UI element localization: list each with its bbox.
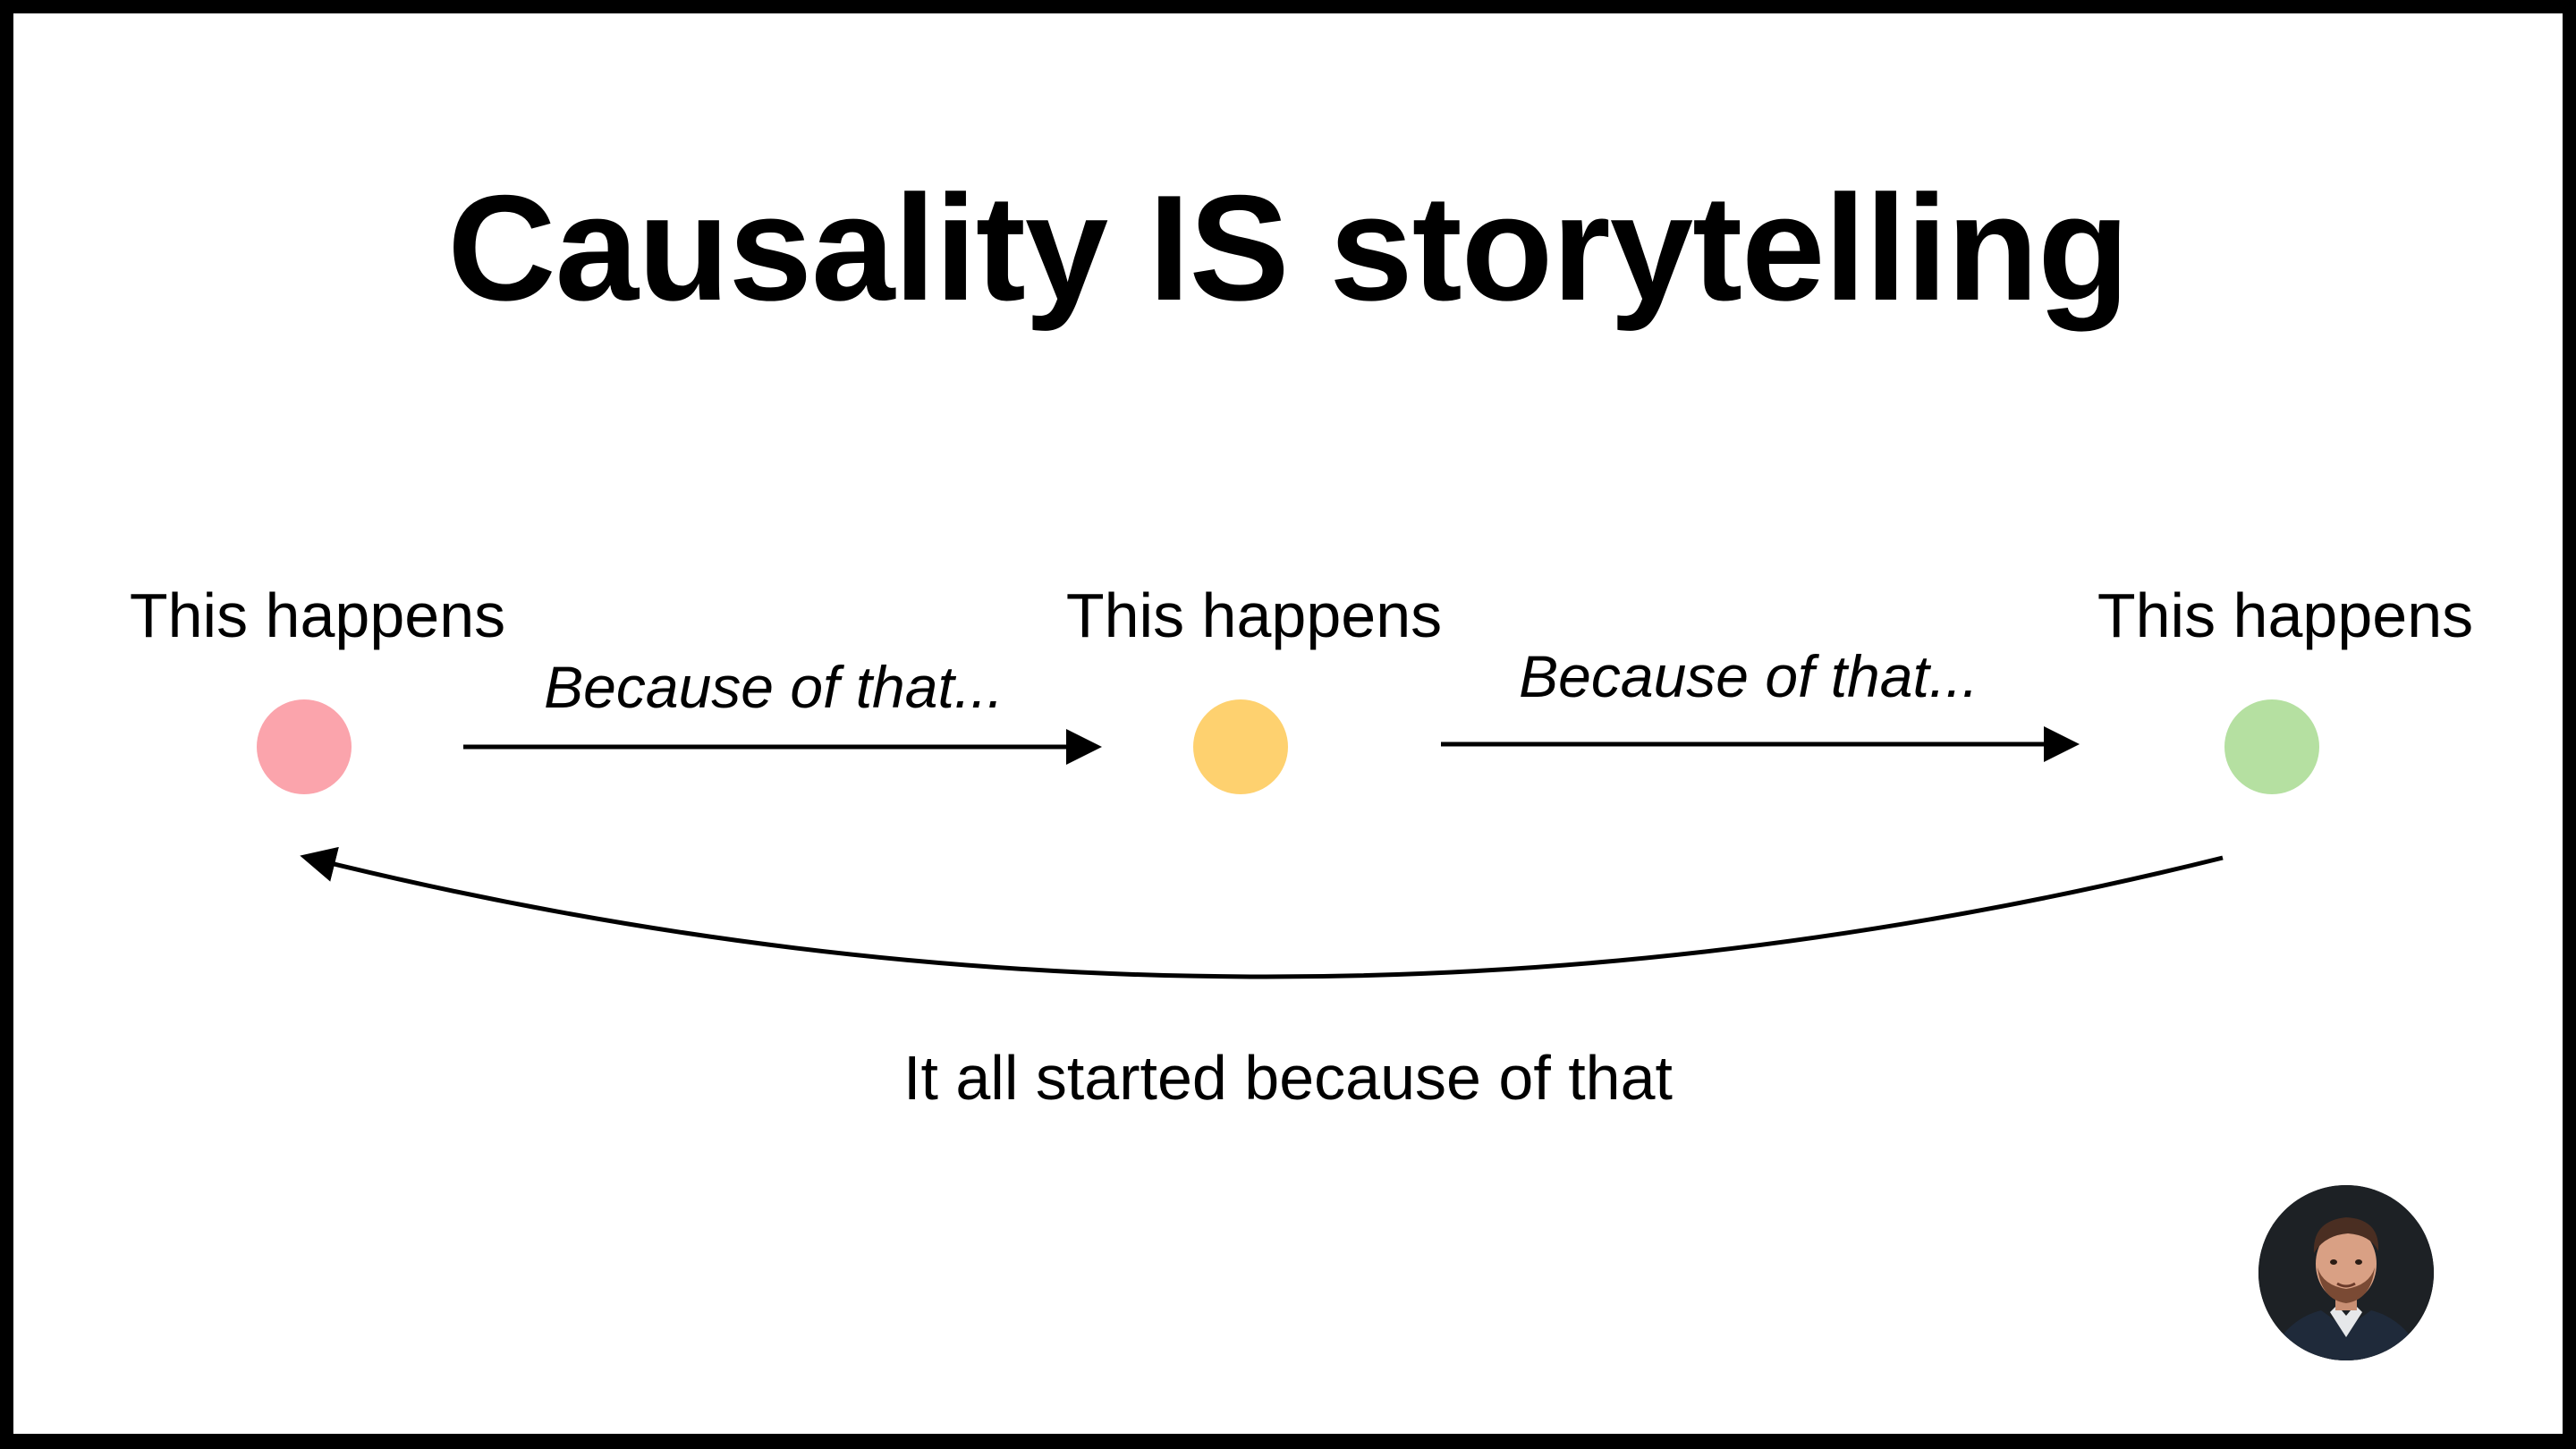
slide: Causality IS storytelling This happens T… (13, 13, 2563, 1434)
node-2 (1193, 699, 1288, 794)
diagram-arrows (300, 726, 2224, 979)
return-edge-label: It all started because of that (903, 1043, 1673, 1113)
edge-label-2: Because of that... (1519, 643, 1979, 709)
slide-title: Causality IS storytelling (447, 164, 2130, 332)
edge-label-1: Because of that... (544, 654, 1004, 720)
node-3 (2224, 699, 2319, 794)
node-label-3: This happens (2097, 580, 2474, 650)
node-label-1: This happens (129, 580, 506, 650)
node-1 (257, 699, 352, 794)
presenter-avatar (2258, 1185, 2434, 1360)
node-label-2: This happens (1065, 580, 1443, 650)
presenter-photo-icon (2258, 1185, 2434, 1360)
return-arrow-3-to-1 (300, 846, 2224, 979)
